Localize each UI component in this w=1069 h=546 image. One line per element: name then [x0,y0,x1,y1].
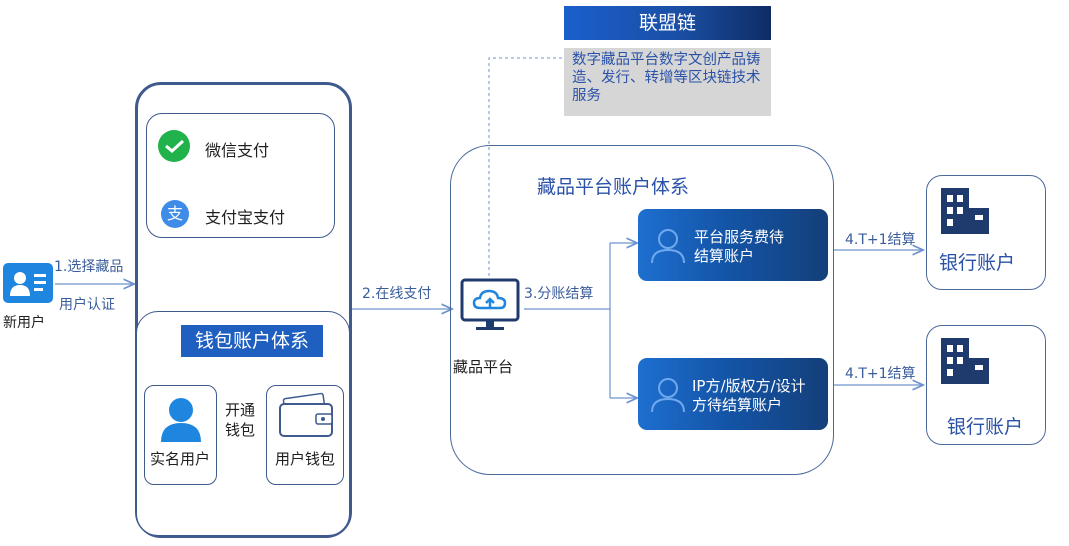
verified-user-card [144,385,217,485]
platform-label: 藏品平台 [453,358,514,376]
bank-account-bottom: 银行账户 [926,325,1046,445]
service-account-line1: 平台服务费待 [694,228,785,246]
account-person-icon [651,229,685,264]
person-icon [161,398,201,442]
bank-bottom-label: 银行账户 [947,416,1024,438]
alipay-label: 支付宝支付 [205,208,286,227]
bank-top-label: 银行账户 [939,252,1016,274]
platform-monitor [460,278,520,336]
service-account-line2: 结算账户 [694,247,755,265]
new-user-icon [3,263,53,303]
ip-account-line2: 方待结算账户 [692,396,783,414]
new-user-label: 新用户 [3,315,45,331]
step1-label-line1: 1.选择藏品 [54,259,124,275]
settle-bottom-label: 4.T+1结算 [845,366,916,382]
cloud-upload-monitor-icon [460,278,520,330]
open-wallet-line1: 开通 [225,401,256,419]
step1-label-line2: 用户认证 [59,297,115,313]
wallet-system-title: 钱包账户体系 [181,325,323,357]
account-person-icon [651,378,685,413]
wechat-pay-icon [158,130,190,162]
alipay-icon: 支 [161,200,189,228]
settle-top-label: 4.T+1结算 [845,232,916,248]
user-wallet-card [266,385,344,485]
service-fee-account-card: 平台服务费待 结算账户 [638,209,828,281]
chain-description: 数字藏品平台数字文创产品铸造、发行、转增等区块链技术服务 [564,48,771,116]
user-wallet-label: 用户钱包 [275,450,336,468]
bank-building-icon [941,188,989,234]
ip-account-line1: IP方/版权方/设计 [692,377,806,395]
open-wallet-line2: 钱包 [225,421,256,439]
chain-dashed-line [488,57,562,276]
user-card-icon [10,272,46,296]
bank-account-top: 银行账户 [926,175,1046,290]
verified-user-label: 实名用户 [150,450,211,468]
bank-building-icon [941,338,989,384]
platform-system-title: 藏品平台账户体系 [537,176,690,198]
step2-label: 2.在线支付 [362,286,432,302]
wechat-pay-label: 微信支付 [205,141,270,160]
chain-title: 联盟链 [564,6,771,40]
wallet-system-box [135,82,352,538]
wallet-icon [279,392,333,437]
step3-label: 3.分账结算 [524,286,594,302]
ip-account-card: IP方/版权方/设计 方待结算账户 [638,358,828,430]
platform-system-box [450,145,834,475]
